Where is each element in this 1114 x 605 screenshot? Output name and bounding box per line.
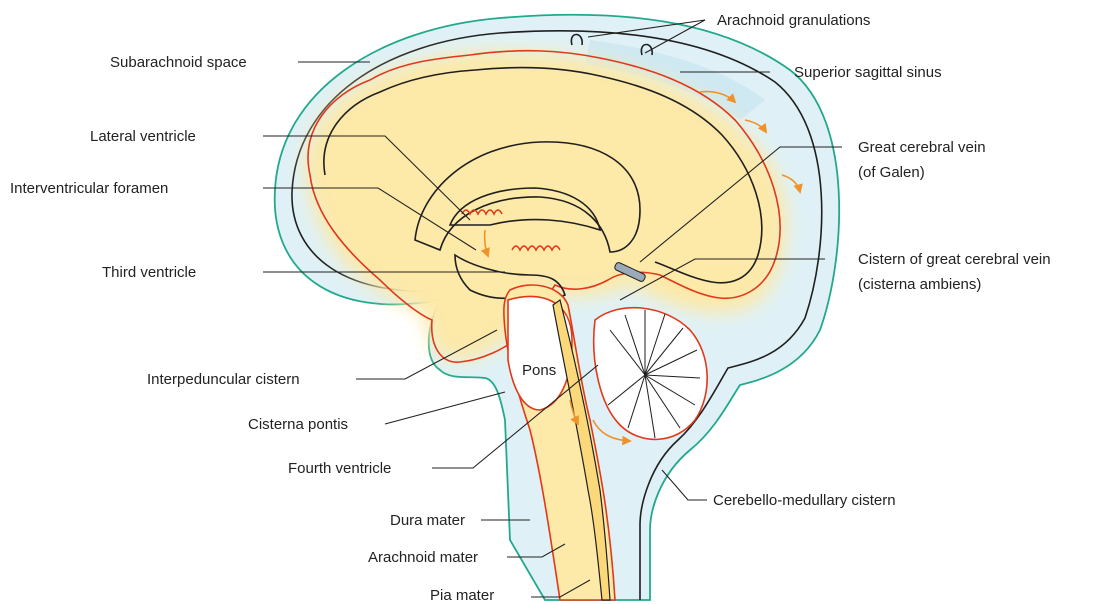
- label-interpeduncular-cistern: Interpeduncular cistern: [147, 371, 300, 388]
- label-cerebello-medullary-cistern: Cerebello-medullary cistern: [713, 492, 896, 509]
- label-arachnoid-mater: Arachnoid mater: [368, 549, 478, 566]
- label-great-cerebral-vein: Great cerebral vein: [858, 139, 986, 156]
- label-third-ventricle: Third ventricle: [102, 264, 196, 281]
- label-interventricular-foramen: Interventricular foramen: [10, 180, 168, 197]
- label-subarachnoid-space: Subarachnoid space: [110, 54, 247, 71]
- label-lateral-ventricle: Lateral ventricle: [90, 128, 196, 145]
- label-cisterna-ambiens: (cisterna ambiens): [858, 276, 981, 293]
- label-fourth-ventricle: Fourth ventricle: [288, 460, 391, 477]
- label-superior-sagittal-sinus: Superior sagittal sinus: [794, 64, 942, 81]
- label-great-cerebral-vein-galen: (of Galen): [858, 164, 925, 181]
- label-cistern-great-cerebral-vein: Cistern of great cerebral vein: [858, 251, 1051, 268]
- label-pons: Pons: [522, 362, 556, 379]
- label-dura-mater: Dura mater: [390, 512, 465, 529]
- label-cisterna-pontis: Cisterna pontis: [248, 416, 348, 433]
- label-arachnoid-granulations: Arachnoid granulations: [717, 12, 870, 29]
- label-pia-mater: Pia mater: [430, 587, 494, 604]
